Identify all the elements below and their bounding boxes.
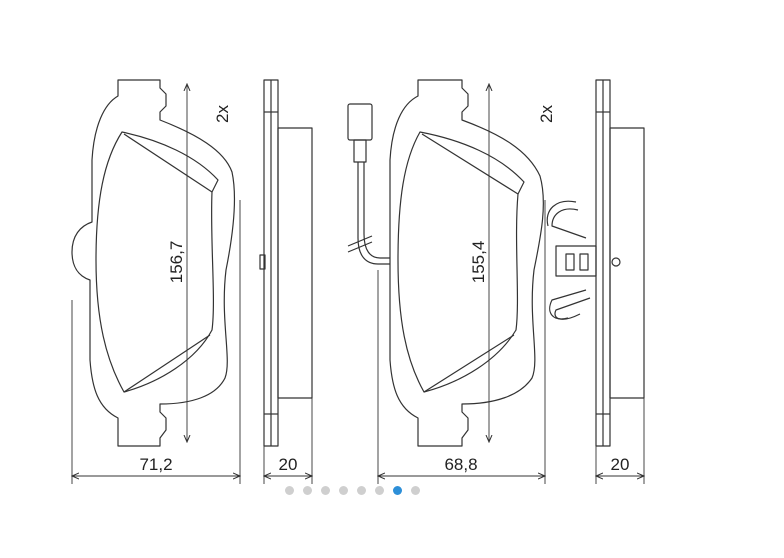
right-pad-quantity-label: 2x bbox=[537, 105, 556, 123]
carousel-pagination bbox=[285, 486, 420, 495]
left-pad-thickness-label: 20 bbox=[279, 455, 298, 474]
brake-pad-technical-drawing: 156,7 2x 71,2 20 155,4 2x 68,8 20 bbox=[0, 79, 784, 484]
left-pad-height-label: 156,7 bbox=[167, 241, 186, 284]
carousel-dot[interactable] bbox=[285, 486, 294, 495]
carousel-dot[interactable] bbox=[411, 486, 420, 495]
carousel-dot[interactable] bbox=[393, 486, 402, 495]
left-pad-quantity-label: 2x bbox=[213, 105, 232, 123]
right-pad-thickness-label: 20 bbox=[611, 455, 630, 474]
left-pad-width-label: 71,2 bbox=[139, 455, 172, 474]
right-pad-front-view bbox=[347, 79, 544, 447]
right-pad-height-label: 155,4 bbox=[469, 241, 488, 284]
carousel-dot[interactable] bbox=[321, 486, 330, 495]
carousel-dot[interactable] bbox=[339, 486, 348, 495]
left-pad-front-view bbox=[71, 79, 236, 447]
carousel-dot[interactable] bbox=[375, 486, 384, 495]
carousel-dot[interactable] bbox=[357, 486, 366, 495]
left-pad-side-view bbox=[259, 79, 313, 447]
right-pad-width-label: 68,8 bbox=[444, 455, 477, 474]
carousel-dot[interactable] bbox=[303, 486, 312, 495]
anti-rattle-clip bbox=[546, 200, 621, 320]
